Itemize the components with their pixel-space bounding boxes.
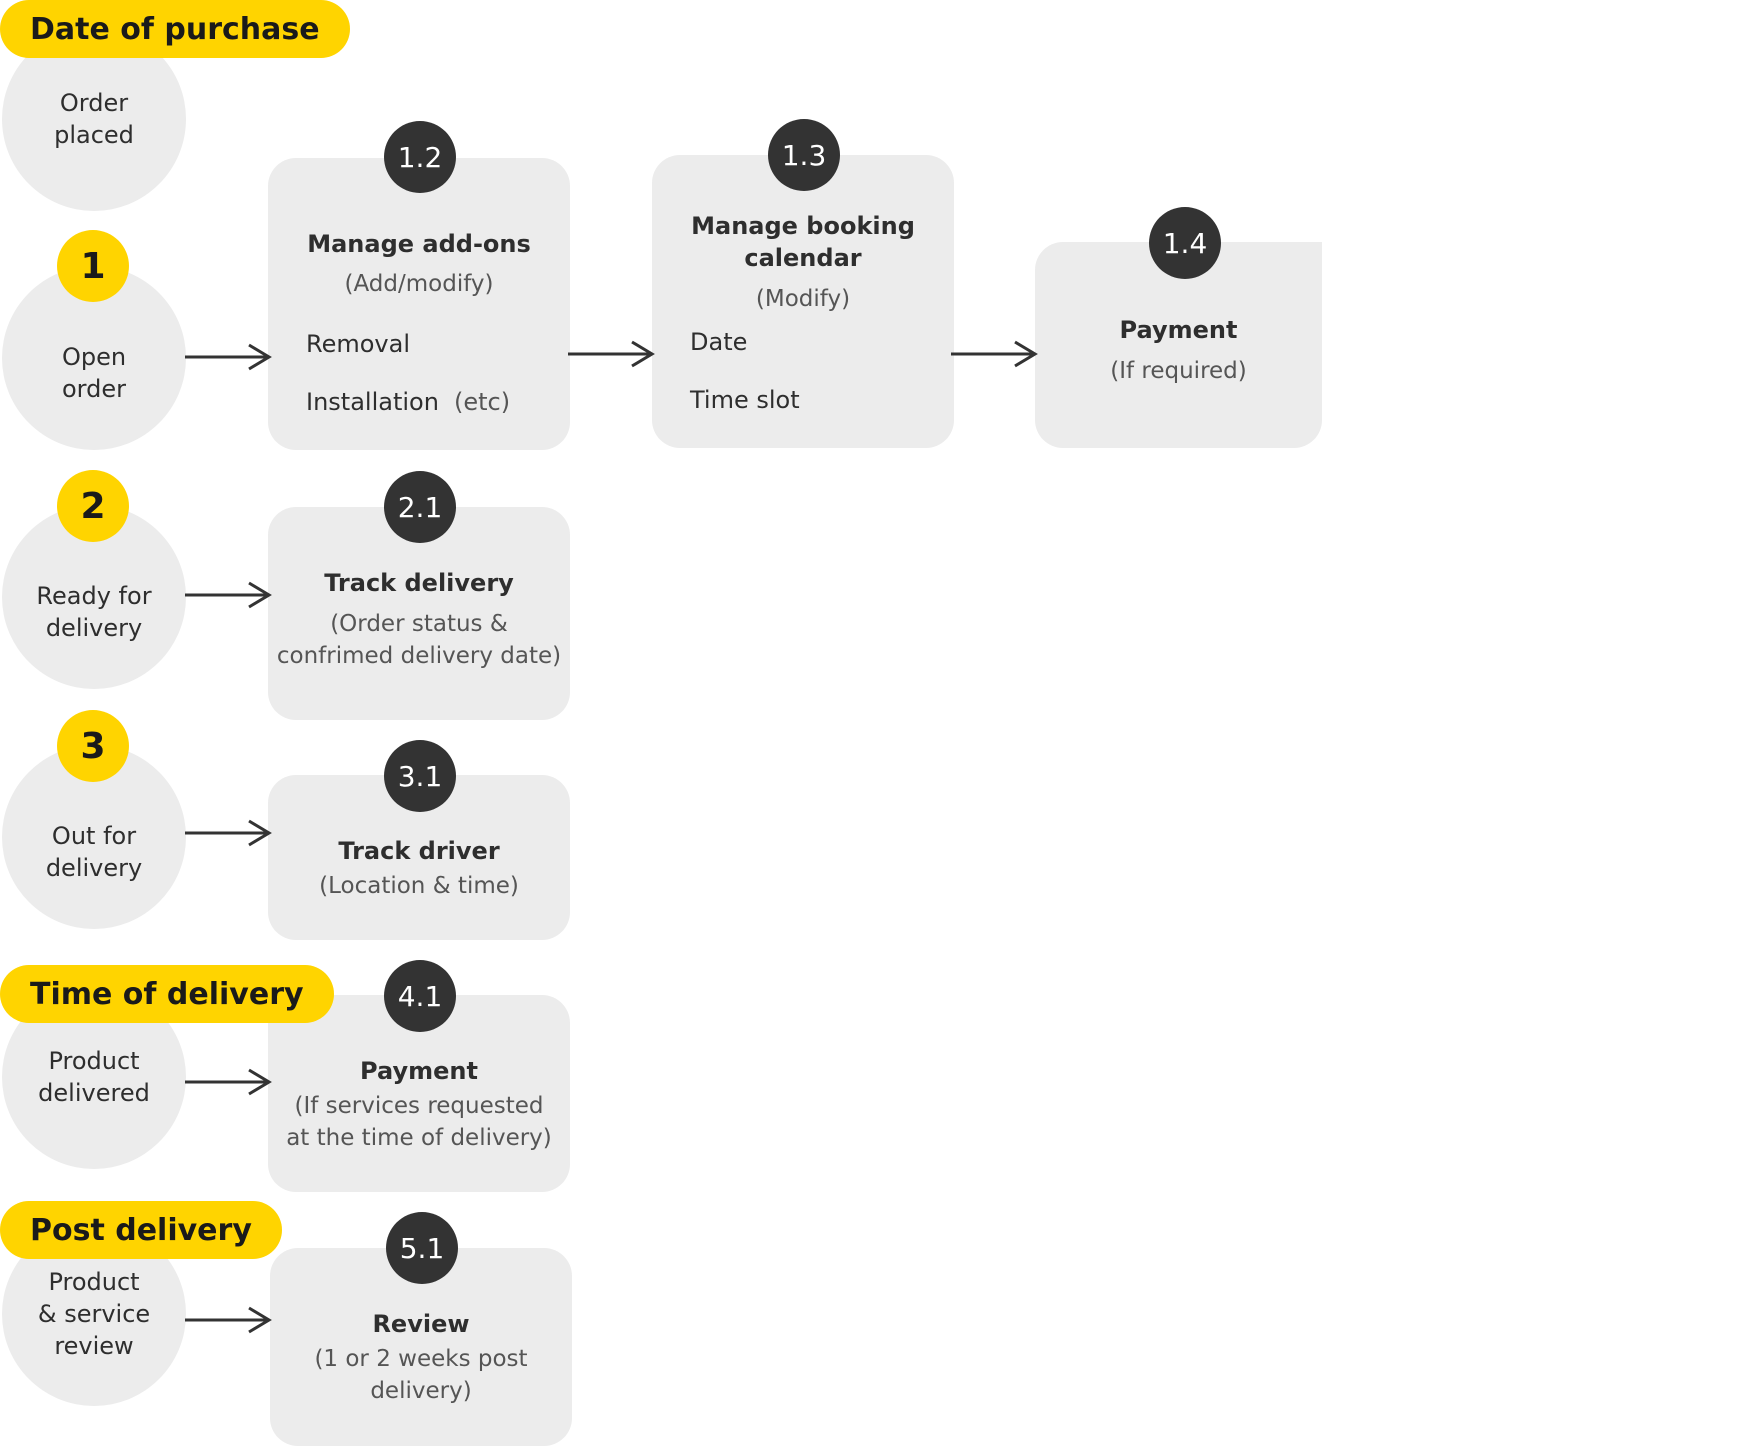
arrow-icon: [951, 340, 1038, 368]
step-label-line: Out for: [51, 822, 137, 850]
step-label-line: Open: [61, 343, 127, 371]
card-title: Manage add-ons: [307, 230, 531, 258]
card-subtitle: (Location & time): [319, 873, 519, 899]
arrow-icon: [185, 819, 272, 847]
step-label-line: & service: [37, 1300, 151, 1328]
step-label-line: review: [54, 1332, 134, 1360]
card-track-delivery: Track delivery (Order status & confrimed…: [268, 507, 570, 720]
card-title: Payment: [1119, 316, 1238, 344]
step-label-line: Product: [48, 1047, 140, 1075]
card-item-installation: Installation: [306, 388, 439, 416]
card-title: Payment: [360, 1057, 478, 1085]
card-subtitle: (If required): [1110, 358, 1247, 384]
arrow-icon: [185, 581, 272, 609]
card-subtitle-line: at the time of delivery): [286, 1125, 552, 1151]
step-label-line: Product: [48, 1268, 140, 1296]
card-title: Track driver: [338, 837, 500, 865]
stage-date-of-purchase: Date of purchase: [0, 0, 350, 58]
step-label-line: delivery: [45, 854, 143, 882]
step-badge-1-4: 1.4: [1149, 207, 1221, 279]
step-label-line: Order: [59, 89, 129, 117]
step-badge-4-1: 4.1: [384, 960, 456, 1032]
card-item-note: (etc): [454, 388, 511, 416]
card-subtitle-line: (1 or 2 weeks post: [314, 1346, 528, 1372]
card-manage-booking-calendar: Manage booking calendar (Modify) Date Ti…: [652, 155, 954, 448]
card-subtitle-line: (Order status &: [330, 611, 508, 637]
step-label-line: delivery: [45, 614, 143, 642]
stage-post-delivery: Post delivery: [0, 1201, 282, 1259]
card-item-date: Date: [690, 328, 748, 356]
card-item-time-slot: Time slot: [690, 386, 800, 414]
step-badge-1-2: 1.2: [384, 121, 456, 193]
arrow-icon: [568, 340, 655, 368]
card-manage-add-ons: Manage add-ons (Add/modify) Removal Inst…: [268, 158, 570, 450]
card-item-removal: Removal: [306, 330, 411, 358]
step-ready-for-delivery: Ready for delivery: [2, 505, 186, 689]
arrow-icon: [185, 1068, 272, 1096]
card-subtitle-line: delivery): [370, 1378, 472, 1404]
card-subtitle-line: (If services requested: [294, 1093, 544, 1119]
step-badge-3-1: 3.1: [384, 740, 456, 812]
card-subtitle: (Add/modify): [344, 271, 494, 297]
step-label-line: order: [62, 375, 126, 403]
card-subtitle-line: confrimed delivery date): [276, 643, 562, 669]
step-badge-5-1: 5.1: [386, 1212, 458, 1284]
step-label-line: placed: [54, 121, 134, 149]
card-title: Track delivery: [324, 569, 514, 597]
card-subtitle: (Modify): [755, 286, 851, 312]
step-number-badge: 2: [57, 470, 129, 542]
arrow-icon: [185, 1306, 272, 1334]
card-title-line: calendar: [744, 244, 862, 272]
step-label-line: delivered: [38, 1079, 150, 1107]
arrow-icon: [185, 343, 272, 371]
step-badge-2-1: 2.1: [384, 471, 456, 543]
step-number-badge: 3: [57, 710, 129, 782]
step-number-badge: 1: [57, 230, 129, 302]
card-title-line: Manage booking: [691, 212, 915, 240]
step-label-line: Ready for: [36, 582, 152, 610]
step-badge-1-3: 1.3: [768, 119, 840, 191]
card-title: Review: [372, 1310, 470, 1338]
stage-time-of-delivery: Time of delivery: [0, 965, 334, 1023]
